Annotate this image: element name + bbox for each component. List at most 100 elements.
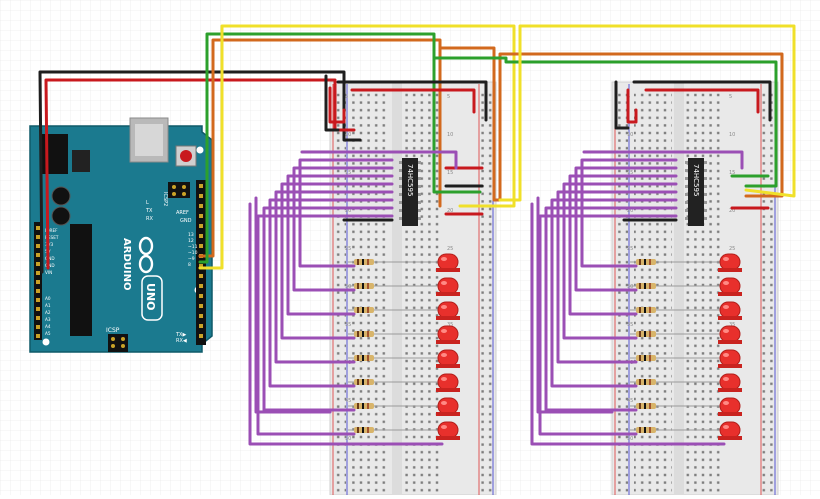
- digital-pin-label: 13: [188, 232, 194, 238]
- header-pin[interactable]: [36, 262, 40, 266]
- row-number: 50: [345, 436, 351, 442]
- output-wire[interactable]: [286, 174, 394, 316]
- header-pin[interactable]: [36, 325, 40, 329]
- svg-text:UNO: UNO: [144, 283, 157, 311]
- output-wire[interactable]: [280, 182, 394, 340]
- rail-vcc-wire[interactable]: [644, 88, 760, 114]
- latch-wire[interactable]: [198, 38, 442, 258]
- header-pin[interactable]: [36, 334, 40, 338]
- output-wire[interactable]: [268, 198, 394, 388]
- output-wire[interactable]: [556, 190, 678, 364]
- analog-pin-label: A3: [45, 317, 51, 322]
- latch-chain-wire[interactable]: [438, 46, 784, 202]
- digital-pin-label: ~10: [188, 250, 198, 256]
- header-pin[interactable]: [36, 280, 40, 284]
- output-wire[interactable]: [538, 214, 678, 436]
- power-pin-label: 3V3: [45, 242, 54, 247]
- output-wire[interactable]: [582, 150, 744, 170]
- header-pin[interactable]: [36, 226, 40, 230]
- resistor: [348, 307, 390, 313]
- row-number: 20: [447, 208, 453, 214]
- header-pin[interactable]: [199, 324, 203, 328]
- output-wire[interactable]: [248, 202, 444, 446]
- output-wire[interactable]: [568, 174, 678, 316]
- analog-pin-label: A0: [45, 296, 51, 301]
- output-wire[interactable]: [300, 150, 458, 170]
- rail-gnd-wire[interactable]: [324, 74, 340, 132]
- led: [436, 325, 460, 344]
- row-number: 10: [729, 132, 735, 138]
- header-pin[interactable]: [199, 194, 203, 198]
- output-wire[interactable]: [544, 206, 678, 412]
- output-wire[interactable]: [254, 196, 332, 414]
- output-wire[interactable]: [274, 190, 394, 364]
- row-number: 20: [729, 208, 735, 214]
- header-pin[interactable]: [199, 184, 203, 188]
- row-number: 35: [627, 322, 633, 328]
- output-wire[interactable]: [574, 166, 678, 292]
- header-pin[interactable]: [199, 214, 203, 218]
- analog-pin-label: A4: [45, 324, 51, 329]
- output-wire[interactable]: [256, 214, 394, 436]
- row-number: 15: [627, 170, 633, 176]
- header-pin[interactable]: [199, 234, 203, 238]
- header-pin[interactable]: [36, 271, 40, 275]
- power-rail: [760, 84, 776, 495]
- row-number: 20: [627, 208, 633, 214]
- output-wire[interactable]: [550, 198, 678, 388]
- digital-pin-label: 8: [188, 262, 191, 268]
- header-pin[interactable]: [36, 289, 40, 293]
- header-pin[interactable]: [199, 264, 203, 268]
- resistor: [348, 283, 390, 289]
- row-number: 15: [345, 170, 351, 176]
- rail-vcc-wire[interactable]: [328, 86, 346, 124]
- header-pin[interactable]: [199, 244, 203, 248]
- header-pin[interactable]: [199, 334, 203, 338]
- rail-gnd-wire[interactable]: [614, 80, 630, 130]
- rx-label: RX: [146, 216, 153, 222]
- rail-vcc-wire[interactable]: [626, 88, 638, 124]
- header-pin[interactable]: [199, 274, 203, 278]
- row-number: 45: [345, 398, 351, 404]
- header-pin[interactable]: [199, 284, 203, 288]
- header-pin[interactable]: [36, 244, 40, 248]
- header-pin[interactable]: [199, 224, 203, 228]
- data-chain-wire[interactable]: [498, 24, 796, 202]
- row-number: 10: [345, 132, 351, 138]
- led: [718, 277, 742, 296]
- output-wire[interactable]: [292, 166, 394, 292]
- gnd-wire[interactable]: [38, 70, 362, 274]
- output-wire[interactable]: [562, 182, 678, 340]
- rail-vcc-wire[interactable]: [350, 88, 476, 114]
- rail-gnd-wire[interactable]: [632, 80, 772, 122]
- header-pin[interactable]: [199, 314, 203, 318]
- clock-chain-wire[interactable]: [432, 56, 778, 188]
- usb-port-icon: [135, 124, 163, 156]
- aref-label: AREF: [176, 210, 189, 216]
- header-pin[interactable]: [36, 307, 40, 311]
- power-pin-label: IOREF: [45, 228, 58, 233]
- output-wire[interactable]: [298, 158, 394, 268]
- header-pin[interactable]: [36, 316, 40, 320]
- output-wire[interactable]: [262, 206, 394, 412]
- data-wire[interactable]: [198, 24, 516, 270]
- header-pin[interactable]: [36, 298, 40, 302]
- header-pin[interactable]: [199, 304, 203, 308]
- icsp-header: [108, 334, 128, 352]
- header-pin[interactable]: [36, 235, 40, 239]
- header-pin[interactable]: [199, 294, 203, 298]
- vcc-wire[interactable]: [44, 78, 356, 270]
- led: [718, 349, 742, 368]
- output-wire[interactable]: [536, 196, 614, 414]
- resistor: [348, 403, 390, 409]
- clock-wire[interactable]: [198, 32, 482, 264]
- output-wire[interactable]: [580, 158, 678, 268]
- header-pin[interactable]: [199, 204, 203, 208]
- power-pin-label: RESET: [45, 235, 59, 240]
- reset-button-cap[interactable]: [180, 150, 192, 162]
- rail-gnd-wire[interactable]: [336, 80, 488, 122]
- header-pin[interactable]: [36, 253, 40, 257]
- output-wire[interactable]: [530, 202, 726, 446]
- power-rail: [478, 84, 494, 495]
